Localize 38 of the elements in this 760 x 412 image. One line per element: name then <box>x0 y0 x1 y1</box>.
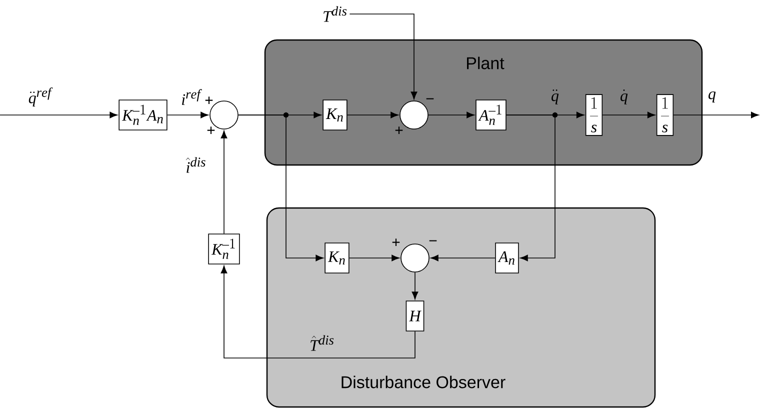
sign-label: + <box>395 126 403 134</box>
transfer-block: $A_n$ <box>495 242 519 274</box>
arrow <box>412 272 418 300</box>
summing-junction <box>400 244 430 272</box>
arrow <box>430 254 496 262</box>
transfer-block: $H$ <box>406 300 424 332</box>
signal-label: $\ddot{q}$ <box>552 90 559 104</box>
arrow <box>346 112 398 118</box>
transfer-block: $A_n^{-1}$ <box>476 100 506 130</box>
signal-label: $\ddot{q}^{ref}$ <box>28 87 53 107</box>
arrow <box>220 130 228 234</box>
arrow <box>238 114 324 262</box>
arrow <box>673 112 759 118</box>
transfer-block: $K_n$ <box>324 242 350 274</box>
arrow <box>166 112 208 118</box>
arrow <box>220 266 416 358</box>
signal-label: $T^{dis}$ <box>324 6 347 22</box>
arrow <box>349 14 418 100</box>
sign-label: + <box>207 126 215 134</box>
transfer-block: $\frac{1}{s}$ <box>585 94 603 136</box>
arrow <box>602 112 656 118</box>
signal-label: $\dot{q}$ <box>620 90 628 104</box>
transfer-block: $\frac{1}{s}$ <box>656 94 674 136</box>
sign-label: + <box>205 96 213 104</box>
signal-label: $i^{ref}$ <box>182 89 202 105</box>
signal-label: $q$ <box>708 92 716 102</box>
sign-label: − <box>426 98 434 100</box>
sign-label: − <box>429 240 437 242</box>
sign-label: + <box>392 238 400 246</box>
arrow <box>428 112 474 118</box>
transfer-block: $K_n^{-1}$ <box>208 234 240 264</box>
arrow <box>0 112 118 118</box>
arrow <box>506 114 556 262</box>
transfer-block: $K_n^{-1} A_n$ <box>118 100 168 130</box>
arrow <box>348 254 400 262</box>
signal-label: $\hat{i}^{dis}$ <box>186 157 206 173</box>
transfer-block: $K_n$ <box>322 100 348 130</box>
signal-label: $\hat{T}^{dis}$ <box>310 335 334 351</box>
